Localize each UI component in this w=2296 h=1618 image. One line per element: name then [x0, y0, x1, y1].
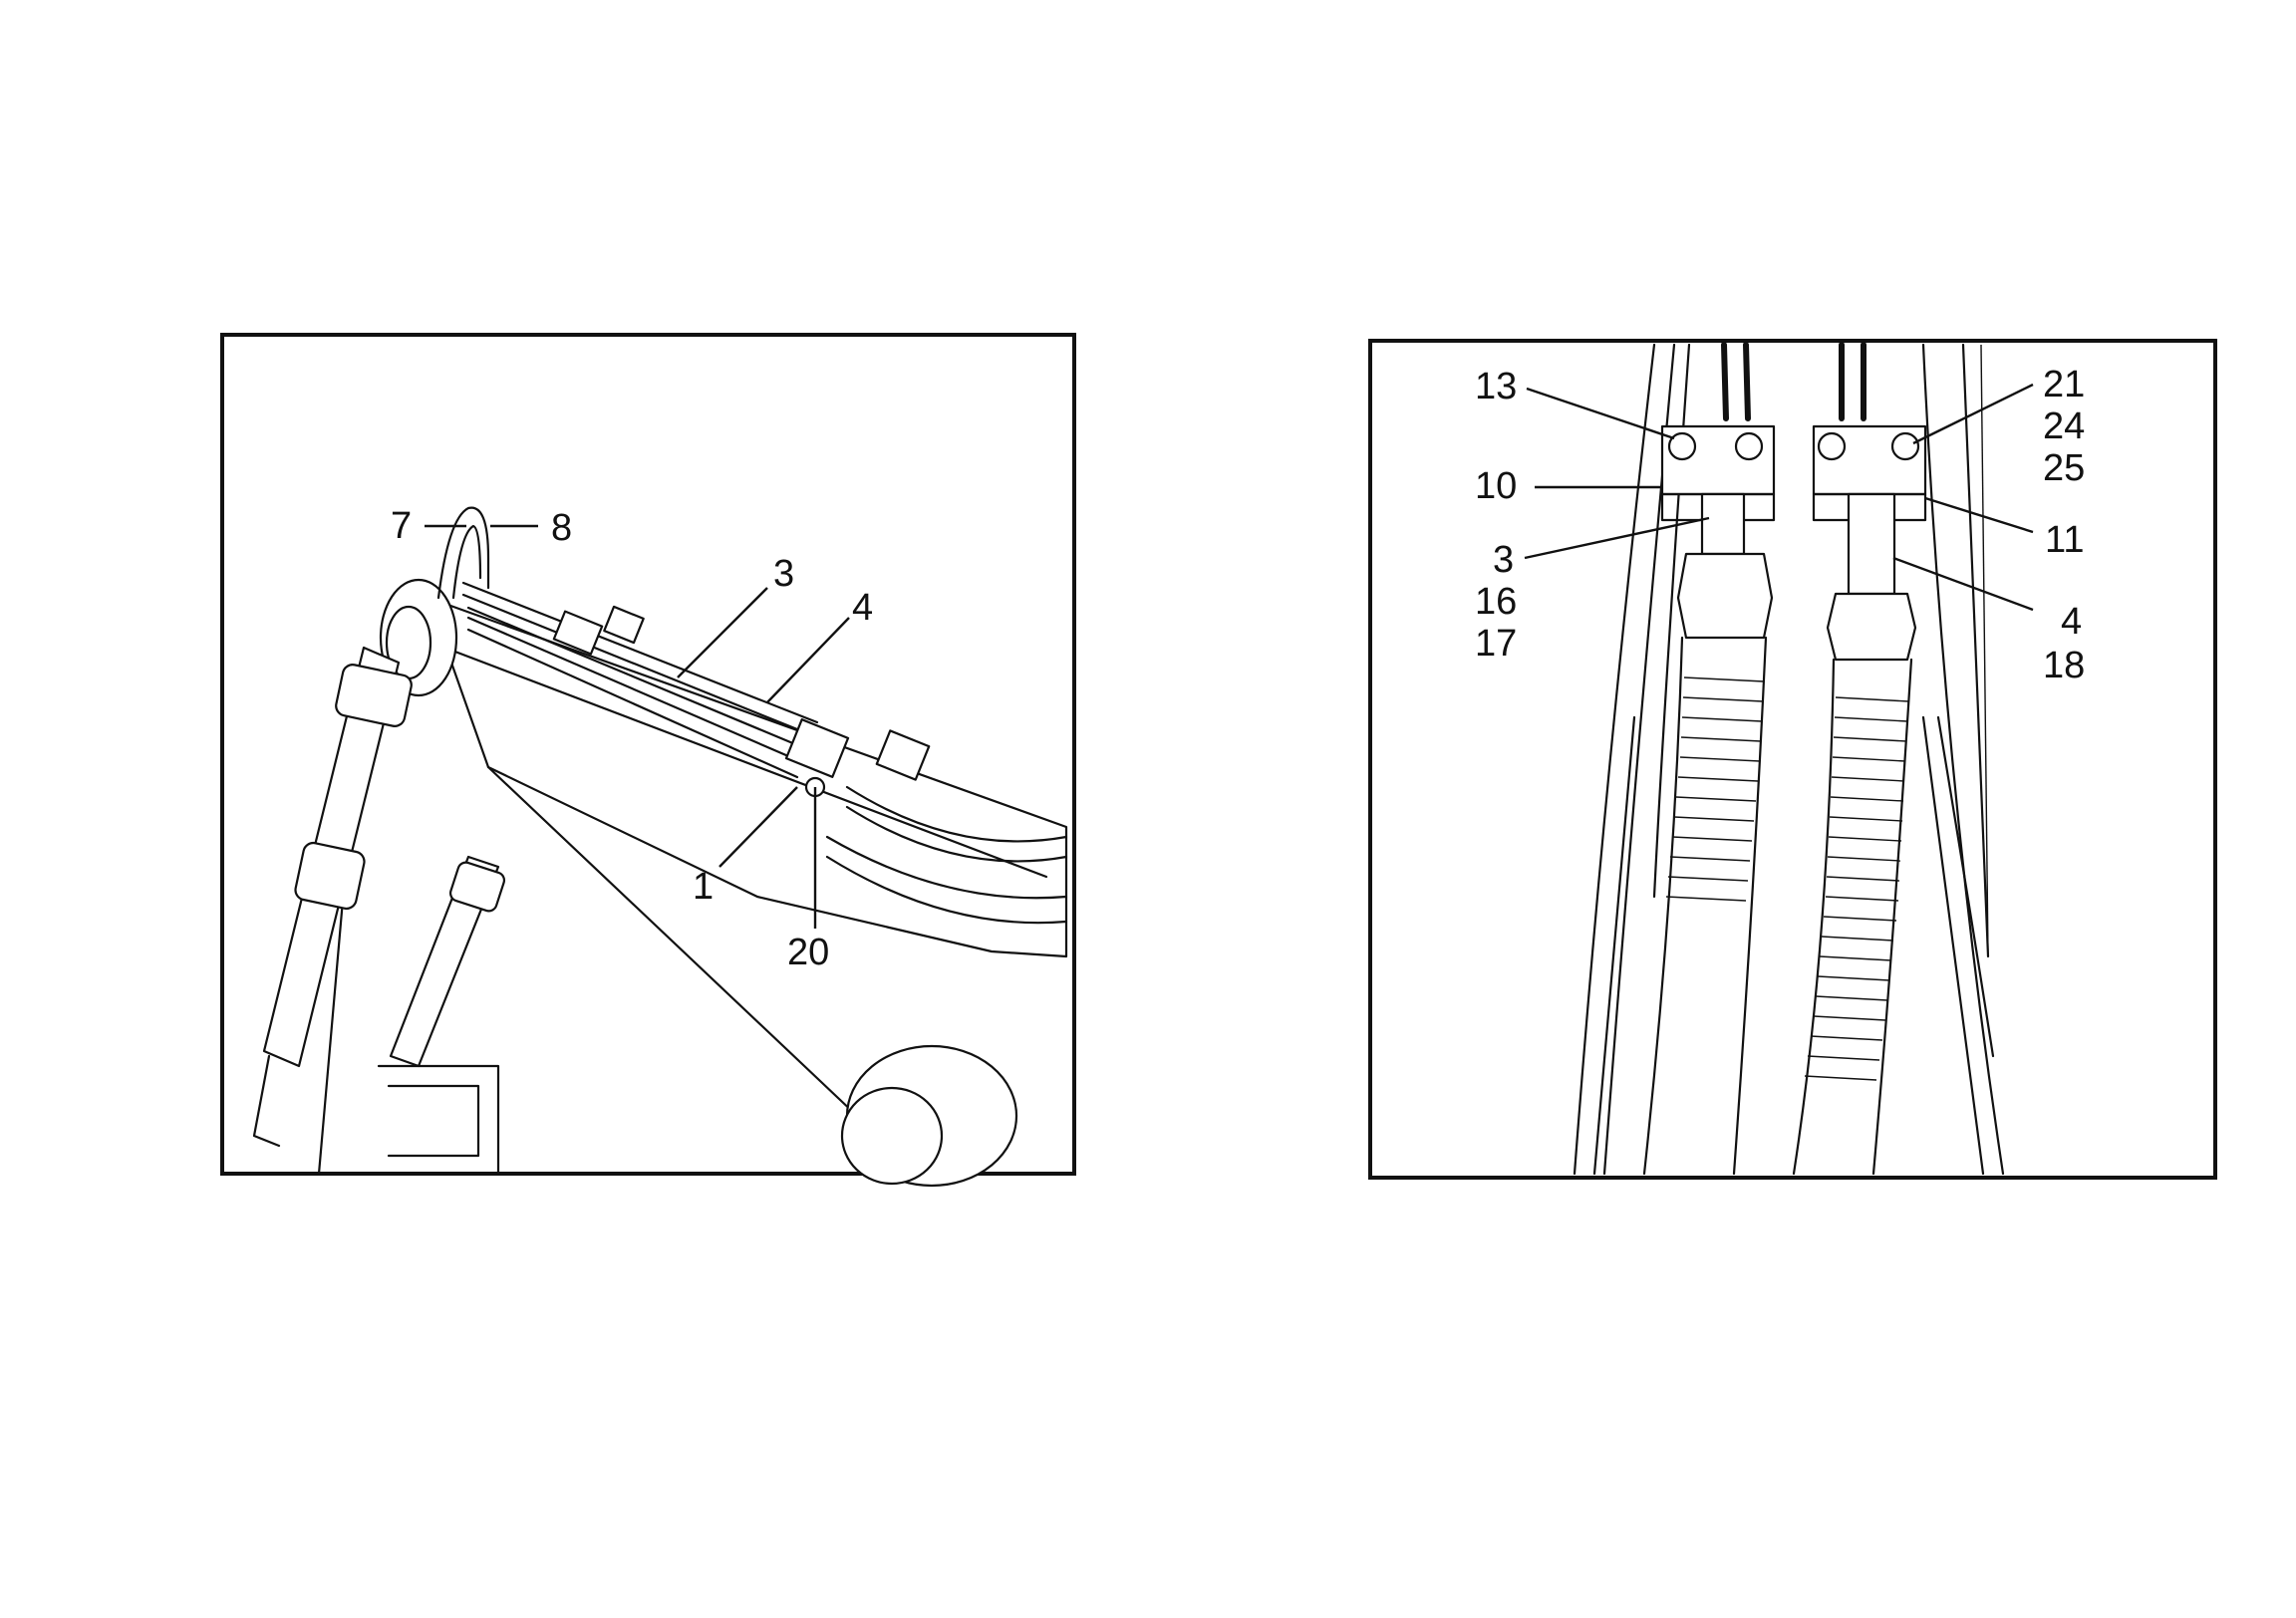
rail-left-outer — [1573, 343, 1656, 1176]
callout-8: 8 — [551, 507, 572, 549]
callout-4: 4 — [852, 587, 873, 629]
leader-3 — [677, 587, 768, 678]
leader-13 — [1526, 387, 1675, 440]
outer-hose-right-1 — [1921, 715, 1985, 1176]
hose-right-edge-2 — [1871, 658, 1913, 1176]
rail-right-3 — [1980, 344, 1989, 957]
callout-21: 21 — [2043, 364, 2085, 405]
flex-hose-4 — [825, 855, 1068, 925]
right-panel-frame — [1368, 339, 2217, 1180]
outer-hose-left-1 — [1592, 715, 1636, 1176]
leader-3 — [1524, 516, 1710, 560]
callout-24: 24 — [2043, 405, 2085, 447]
clamp-bolt-right-2 — [1890, 431, 1920, 461]
base-recess — [387, 1084, 480, 1158]
flex-hose-3 — [825, 835, 1068, 900]
hose-left-edge-2 — [1732, 636, 1768, 1176]
callout-11: 11 — [2045, 519, 2084, 561]
hose-closeup-illustration — [1573, 342, 2005, 1176]
left-panel: 7 8 3 4 1 20 — [220, 333, 1076, 1188]
flex-hose-1 — [845, 785, 1068, 843]
tube-line-4 — [466, 616, 804, 764]
tube-line-2 — [461, 593, 814, 737]
callout-18: 18 — [2043, 645, 2085, 686]
rail-right-outer — [1921, 343, 2005, 1176]
clamp-bolt-left-2 — [1734, 431, 1764, 461]
callout-7: 7 — [391, 505, 412, 547]
callout-1: 1 — [693, 866, 714, 908]
callout-4: 4 — [2061, 601, 2082, 643]
second-cylinder-collar — [448, 861, 506, 913]
clamp-bolt-right-1 — [1817, 431, 1847, 461]
base-block — [377, 1064, 500, 1176]
tube-clamp-2 — [603, 605, 645, 645]
callout-20: 20 — [787, 932, 829, 973]
tube-clamp-4 — [875, 729, 931, 781]
callout-17: 17 — [1475, 623, 1517, 665]
tube-line-3 — [466, 606, 809, 751]
flex-hose-2 — [845, 805, 1068, 863]
leader-21 — [1912, 383, 2034, 445]
hose-loop-outer — [436, 506, 490, 600]
drum-inner — [840, 1086, 944, 1186]
callout-13: 13 — [1475, 366, 1517, 407]
hex-fitting-left — [1676, 552, 1774, 640]
callout-10: 10 — [1475, 465, 1517, 507]
right-panel: 13 10 3 16 17 21 24 25 11 4 18 — [1368, 339, 2217, 1180]
tube-clamp-1 — [552, 610, 604, 656]
boom-ridge-line — [417, 636, 1048, 879]
clamp-bolt-left-1 — [1667, 431, 1697, 461]
tube-clamp-3 — [784, 718, 850, 778]
hose-loop-inner — [451, 524, 482, 600]
lift-cylinder-eye — [335, 664, 413, 727]
leader-4 — [766, 617, 850, 703]
callout-16: 16 — [1475, 581, 1517, 623]
rail-right-2 — [1961, 343, 1990, 958]
tube-line-5 — [466, 628, 799, 779]
boom-underside-line — [486, 765, 859, 1118]
hex-fitting-right — [1826, 592, 1917, 662]
lift-cylinder-collar — [294, 841, 366, 911]
leader-4 — [1892, 556, 2034, 612]
hose-ribbing — [1665, 676, 1909, 1081]
callout-3: 3 — [773, 553, 794, 595]
boom-illustration — [252, 506, 1068, 1188]
callout-3: 3 — [1493, 539, 1514, 581]
tube-stub-left — [1700, 492, 1746, 556]
hose-right-edge-1 — [1792, 658, 1836, 1176]
outer-hose-right-2 — [1936, 715, 1995, 1058]
hose-left-edge-1 — [1642, 636, 1684, 1176]
tube-stub-right — [1847, 492, 1896, 596]
tube-line-1 — [461, 581, 819, 724]
leader-1 — [718, 786, 798, 868]
callout-25: 25 — [2043, 447, 2085, 489]
tube-left-b — [1743, 342, 1751, 421]
lift-cylinder-base — [252, 1054, 281, 1148]
leader-11 — [1924, 496, 2034, 534]
tube-left-a — [1721, 342, 1729, 421]
